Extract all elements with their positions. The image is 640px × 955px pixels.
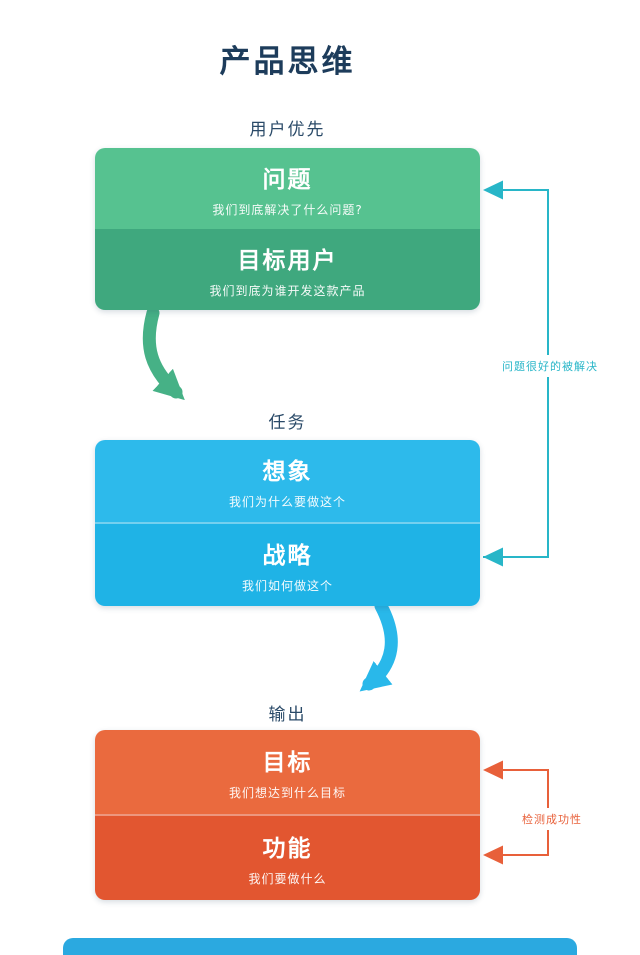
card-row-feature: 功能 我们要做什么 (95, 814, 480, 900)
card-row-target-user: 目标用户 我们到底为谁开发这款产品 (95, 229, 480, 310)
row-subtitle-strategy: 我们如何做这个 (241, 579, 333, 593)
page-title: 产品思维 (219, 44, 356, 80)
card-task: 想象 我们为什么要做这个 战略 我们如何做这个 (95, 440, 480, 606)
row-heading-strategy: 战略 (262, 543, 313, 569)
row-heading-target-user: 目标用户 (237, 247, 338, 274)
card-row-imagination: 想象 我们为什么要做这个 (95, 440, 480, 522)
footer-bar (63, 938, 577, 955)
row-heading-goal: 目标 (262, 750, 313, 776)
row-subtitle-imagination: 我们为什么要做这个 (228, 495, 346, 509)
stage-label-users-first: 用户优先 (249, 120, 326, 140)
success-arrowhead-top-icon (483, 760, 503, 780)
card-row-problem: 问题 我们到底解决了什么问题? (95, 148, 480, 229)
success-arrowhead-bottom-icon (483, 845, 503, 865)
card-users-first: 问题 我们到底解决了什么问题? 目标用户 我们到底为谁开发这款产品 (95, 148, 480, 310)
row-subtitle-target-user: 我们到底为谁开发这款产品 (209, 283, 366, 298)
row-heading-imagination: 想象 (262, 459, 313, 485)
card-row-goal: 目标 我们想达到什么目标 (95, 730, 480, 814)
row-subtitle-feature: 我们要做什么 (248, 872, 327, 886)
green-curved-arrow (142, 306, 185, 401)
stage-label-task: 任务 (268, 413, 307, 433)
feedback-label: 问题很好的被解决 (494, 355, 606, 377)
feedback-arrowhead-bottom-icon (483, 547, 503, 567)
card-output: 目标 我们想达到什么目标 功能 我们要做什么 (95, 730, 480, 900)
row-subtitle-goal: 我们想达到什么目标 (228, 786, 346, 800)
success-check-label: 检测成功性 (498, 808, 606, 830)
row-heading-feature: 功能 (262, 836, 313, 862)
blue-curved-arrow (359, 599, 398, 692)
stage-label-output: 输出 (268, 705, 307, 725)
card-row-strategy: 战略 我们如何做这个 (95, 522, 480, 606)
feedback-arrowhead-top-icon (483, 180, 503, 200)
row-heading-problem: 问题 (262, 166, 313, 193)
row-subtitle-problem: 我们到底解决了什么问题? (212, 202, 363, 217)
